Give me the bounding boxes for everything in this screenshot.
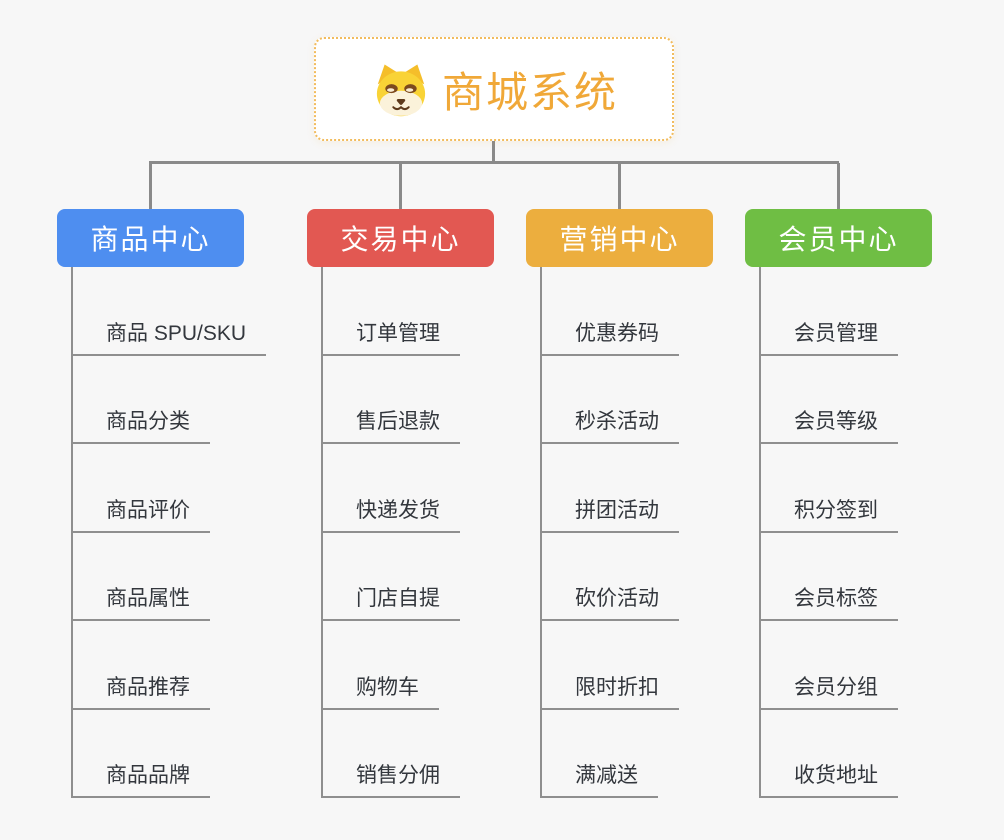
branch-header-1[interactable]: 商品中心 — [57, 209, 244, 267]
tree-item-label: 会员标签 — [761, 582, 898, 621]
tree-item[interactable]: 拼团活动 — [542, 444, 679, 533]
tree-item-label: 限时折扣 — [542, 671, 679, 710]
tree-item-label: 售后退款 — [323, 405, 460, 444]
tree-item[interactable]: 商品品牌 — [73, 710, 266, 798]
branch-label: 交易中心 — [340, 224, 461, 255]
tree-item[interactable]: 商品分类 — [73, 356, 266, 444]
connector-branch-drop — [837, 163, 840, 209]
tree-item-label: 门店自提 — [323, 582, 460, 621]
tree-item[interactable]: 积分签到 — [761, 444, 898, 533]
branch-header-4[interactable]: 会员中心 — [745, 209, 932, 267]
root-node[interactable]: 商城系统 — [314, 37, 674, 141]
tree-item[interactable]: 优惠券码 — [542, 267, 679, 356]
tree-item-label: 会员等级 — [761, 405, 898, 444]
tree-item-label: 满减送 — [542, 759, 658, 798]
tree-item[interactable]: 销售分佣 — [323, 710, 460, 798]
tree-item[interactable]: 购物车 — [323, 621, 460, 710]
tree-item[interactable]: 售后退款 — [323, 356, 460, 444]
tree-item[interactable]: 秒杀活动 — [542, 356, 679, 444]
tree-item-label: 砍价活动 — [542, 582, 679, 621]
tree-item-label: 销售分佣 — [323, 759, 460, 798]
tree-item-label: 会员管理 — [761, 317, 898, 356]
branch-items-column: 优惠券码秒杀活动拼团活动砍价活动限时折扣满减送 — [540, 267, 679, 798]
tree-item[interactable]: 门店自提 — [323, 533, 460, 621]
tree-item-label: 商品品牌 — [73, 759, 210, 798]
tree-item[interactable]: 商品属性 — [73, 533, 266, 621]
branch-header-3[interactable]: 营销中心 — [526, 209, 713, 267]
tree-item-label: 快递发货 — [323, 494, 460, 533]
tree-item-label: 购物车 — [323, 671, 439, 710]
connector-branch-drop — [149, 163, 152, 209]
tree-item-label: 收货地址 — [761, 759, 898, 798]
tree-item[interactable]: 商品推荐 — [73, 621, 266, 710]
dog-face-icon — [376, 64, 426, 116]
tree-item[interactable]: 会员分组 — [761, 621, 898, 710]
tree-item[interactable]: 商品评价 — [73, 444, 266, 533]
tree-item-label: 商品 SPU/SKU — [73, 317, 267, 356]
tree-item-label: 商品评价 — [73, 494, 210, 533]
tree-item-label: 订单管理 — [323, 317, 460, 356]
tree-item-label: 商品推荐 — [73, 671, 210, 710]
tree-item[interactable]: 会员等级 — [761, 356, 898, 444]
tree-item[interactable]: 砍价活动 — [542, 533, 679, 621]
connector-root-drop — [492, 140, 495, 162]
branch-items-column: 商品 SPU/SKU 商品分类商品评价商品属性商品推荐商品品牌 — [71, 267, 267, 798]
branch-header-2[interactable]: 交易中心 — [307, 209, 494, 267]
tree-item[interactable]: 会员标签 — [761, 533, 898, 621]
tree-item[interactable]: 订单管理 — [323, 267, 460, 356]
connector-branch-drop — [399, 163, 402, 209]
tree-item-label: 积分签到 — [761, 494, 898, 533]
tree-item-label: 拼团活动 — [542, 494, 679, 533]
tree-item-label: 秒杀活动 — [542, 405, 679, 444]
branch-label: 会员中心 — [778, 224, 899, 255]
tree-item[interactable]: 商品 SPU/SKU — [73, 267, 267, 356]
tree-item-label: 商品属性 — [73, 582, 210, 621]
tree-item[interactable]: 满减送 — [542, 710, 679, 798]
branch-items-column: 订单管理售后退款快递发货门店自提购物车销售分佣 — [321, 267, 460, 798]
connector-branch-drop — [618, 163, 621, 209]
tree-item[interactable]: 收货地址 — [761, 710, 898, 798]
branch-items-column: 会员管理会员等级积分签到会员标签会员分组收货地址 — [759, 267, 898, 798]
tree-item-label: 商品分类 — [73, 405, 210, 444]
connector-horizontal — [149, 161, 839, 164]
tree-item-label: 优惠券码 — [542, 317, 679, 356]
tree-item[interactable]: 会员管理 — [761, 267, 898, 356]
root-title: 商城系统 — [441, 68, 618, 116]
branch-label: 营销中心 — [559, 224, 680, 255]
tree-item[interactable]: 快递发货 — [323, 444, 460, 533]
tree-item-label: 会员分组 — [761, 671, 898, 710]
tree-item[interactable]: 限时折扣 — [542, 621, 679, 710]
branch-label: 商品中心 — [90, 224, 211, 255]
